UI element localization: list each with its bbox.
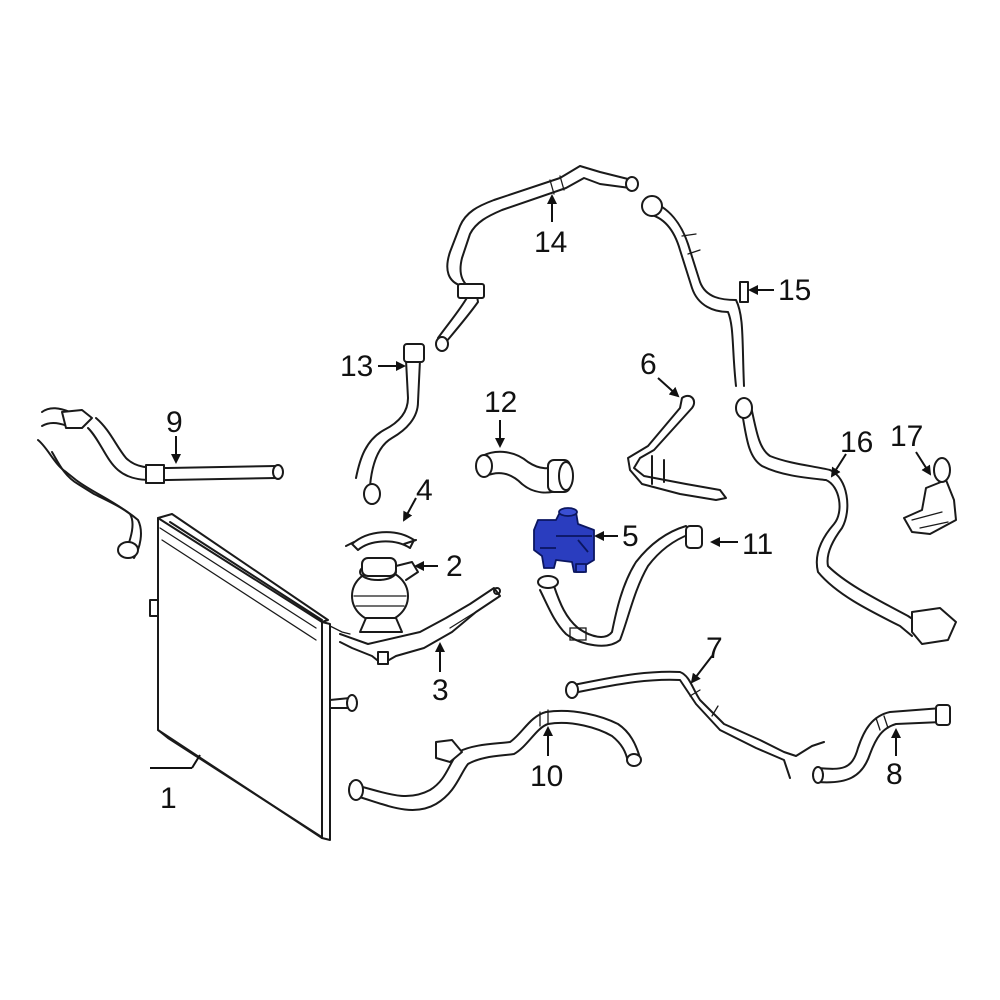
callout-12: 12: [484, 386, 517, 419]
hose-part-13: [355, 343, 425, 505]
hose-part-10: [348, 709, 642, 811]
leader-1: [191, 754, 201, 769]
radiator-part-1: [149, 513, 358, 841]
callout-5: 5: [622, 520, 639, 553]
hose-part-8: [812, 704, 951, 784]
callout-labels: 1 2 3 4 5 6 7 8 9 10 11 12 13 14 15 16 1…: [160, 226, 923, 815]
hose-part-15: [641, 195, 749, 387]
bracket-part-3: [339, 587, 501, 665]
callout-2: 2: [446, 550, 463, 583]
hose-part-11: [537, 525, 703, 647]
hose-part-7: [565, 670, 825, 779]
leader-16: [830, 453, 847, 478]
callout-8: 8: [886, 758, 903, 791]
callout-17: 17: [890, 420, 923, 453]
callout-16: 16: [840, 426, 873, 459]
leader-7: [690, 655, 713, 684]
leader-17: [915, 451, 932, 476]
callout-6: 6: [640, 348, 657, 381]
leader-lines: [150, 194, 932, 769]
callout-3: 3: [432, 674, 449, 707]
hose-part-12: [475, 450, 574, 494]
callout-10: 10: [530, 760, 563, 793]
hose-part-9: [37, 407, 284, 559]
hose-part-17: [903, 457, 957, 535]
leader-4: [403, 497, 417, 522]
callout-9: 9: [166, 406, 183, 439]
hose-part-14: [435, 165, 639, 352]
callout-1: 1: [160, 782, 177, 815]
callout-7: 7: [706, 632, 723, 665]
callout-13: 13: [340, 350, 373, 383]
callout-4: 4: [416, 474, 433, 507]
bracket-part-6: [627, 394, 727, 501]
aux-pump-part-2: [351, 557, 419, 633]
valve-part-5-highlighted: [533, 507, 595, 573]
callout-14: 14: [534, 226, 567, 259]
leader-6: [657, 377, 680, 398]
hose-part-16: [735, 397, 957, 645]
clamp-part-4: [345, 531, 417, 551]
callout-11: 11: [742, 528, 773, 561]
callout-15: 15: [778, 274, 811, 307]
